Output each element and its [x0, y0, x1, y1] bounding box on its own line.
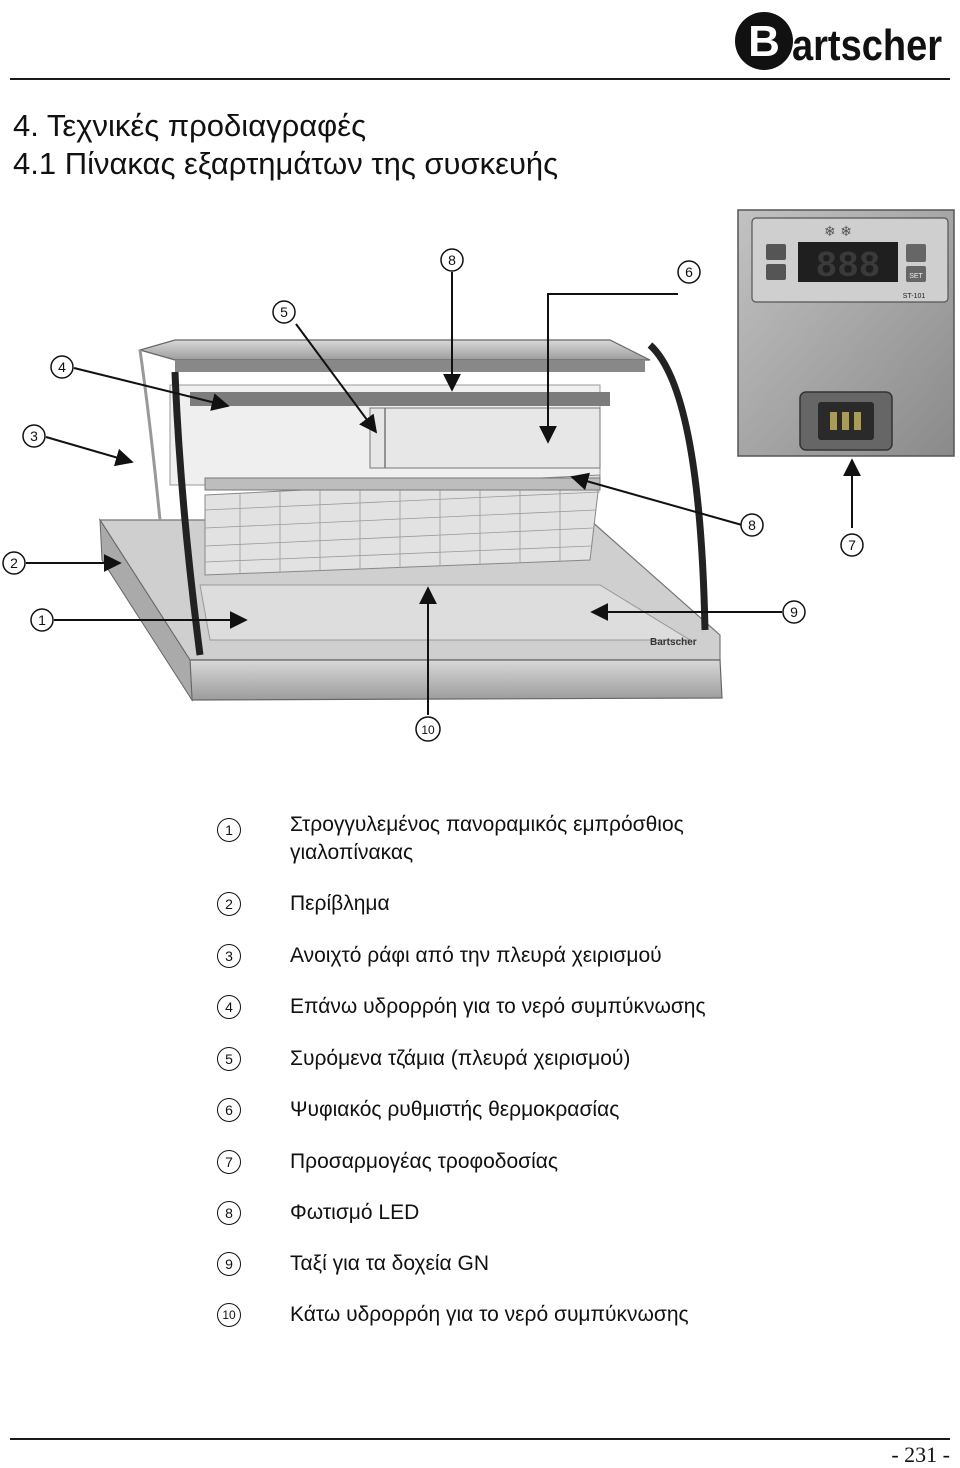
subsection-heading: 4.1 Πίνακας εξαρτημάτων της συσκευής: [13, 146, 559, 181]
control-panel-photo: 888 SET ST-101 ❄ ❄: [737, 209, 955, 457]
legend-text: Κάτω υδρορρόη για το νερό συμπύκνωσης: [290, 1303, 689, 1326]
cooler-floor: [199, 584, 692, 641]
cooler-side-panel: [99, 518, 193, 702]
legend-text: Επάνω υδρορρόη για το νερό συμπύκνωσης: [290, 995, 706, 1018]
upper-gutter: [190, 392, 610, 406]
svg-text:9: 9: [790, 604, 798, 620]
up-button-icon: [766, 244, 786, 260]
legend-number: 5: [217, 1047, 241, 1071]
legend-number: 1: [217, 818, 241, 842]
legend-item: 10 Κάτω υδρορρόη για το νερό συμπύκνωσης: [0, 1301, 960, 1353]
legend-text: Φωτισμό LED: [290, 1201, 420, 1224]
cooler-canopy: [137, 339, 651, 361]
sliding-glass: [369, 407, 601, 469]
controller-model: ST-101: [903, 293, 926, 300]
callout-1: 1: [30, 608, 54, 632]
callout-6: 6: [677, 260, 701, 284]
logo-initial: B: [748, 17, 780, 66]
display-digits: 888: [816, 246, 881, 287]
down-button-icon: [766, 264, 786, 280]
legend-text: Ψυφιακός ρυθμιστής θερμοκρασίας: [290, 1098, 620, 1121]
legend-item: 3 Ανοιχτό ράφι από την πλευρά χειρισμού: [0, 942, 960, 994]
callout-2: 2: [2, 551, 26, 575]
callout-8-right: 8: [740, 513, 764, 537]
legend-text: Στρογγυλεμένος πανοραμικός εμπρόσθιος γι…: [290, 813, 684, 864]
legend-item: 2 Περίβλημα: [0, 890, 960, 942]
callout-7: 7: [840, 533, 864, 557]
legend-text: Συρόμενα τζάμια (πλευρά χειρισμού): [290, 1047, 631, 1070]
legend-text: Ανοιχτό ράφι από την πλευρά χειρισμού: [290, 944, 662, 967]
section-heading: 4. Τεχνικές προδιαγραφές: [13, 108, 367, 143]
legend-item: 8 Φωτισμό LED: [0, 1199, 960, 1251]
header-rule: [10, 78, 950, 80]
svg-text:3: 3: [30, 428, 38, 444]
svg-text:2: 2: [10, 555, 18, 571]
legend-number: 3: [217, 944, 241, 968]
legend-number: 2: [217, 892, 241, 916]
cooler-canopy-edge: [175, 360, 645, 372]
svg-text:8: 8: [748, 517, 756, 533]
legend-item: 4 Επάνω υδρορρόη για το νερό συμπύκνωσης: [0, 993, 960, 1045]
device-diagram: Bartscher 888 SET ST-101 ❄ ❄: [2, 209, 955, 742]
curved-glass-frame-left: [171, 371, 204, 656]
snowflake-icon: ❄ ❄: [824, 224, 852, 240]
callout-4: 4: [50, 355, 74, 379]
callout-10: 10: [415, 716, 441, 742]
legend-text: Περίβλημα: [290, 892, 390, 915]
set-button-label: SET: [909, 273, 923, 280]
page-number: - 231 -: [891, 1442, 950, 1467]
svg-text:1: 1: [38, 612, 46, 628]
svg-text:10: 10: [421, 723, 435, 737]
callout-9: 9: [782, 600, 806, 624]
legend-item: 9 Ταξί για τα δοχεία GN: [0, 1250, 960, 1302]
callout-3: 3: [22, 424, 46, 448]
legend-number: 8: [217, 1201, 241, 1225]
led-strip: [204, 477, 601, 491]
cooler-front-rail: [189, 659, 723, 701]
legend-item: 1 Στρογγυλεμένος πανοραμικός εμπρόσθιος …: [0, 813, 960, 868]
svg-text:5: 5: [280, 304, 288, 320]
callout-8-top: 8: [440, 248, 464, 272]
bartscher-logo: B artscher: [735, 12, 942, 70]
curved-glass-frame-right: [647, 342, 709, 631]
thermostat-display: [798, 242, 898, 282]
logo-wordmark: artscher: [792, 21, 942, 70]
legend-number: 6: [217, 1098, 241, 1122]
device-brand-label: Bartscher: [650, 637, 697, 648]
legend-item: 6 Ψυφιακός ρυθμιστής θερμοκρασίας: [0, 1096, 960, 1148]
legend-text: Ταξί για τα δοχεία GN: [290, 1252, 490, 1275]
svg-text:8: 8: [448, 252, 456, 268]
legend-number: 9: [217, 1252, 241, 1276]
legend-item: 5 Συρόμενα τζάμια (πλευρά χειρισμού): [0, 1045, 960, 1097]
legend-number: 4: [217, 995, 241, 1019]
svg-text:7: 7: [848, 537, 856, 553]
footer-rule: [10, 1438, 950, 1440]
legend-item: 7 Προσαρμογέας τροφοδοσίας: [0, 1148, 960, 1200]
legend-text: Προσαρμογέας τροφοδοσίας: [290, 1150, 559, 1173]
power-button-icon: [906, 244, 926, 262]
display-cooler: Bartscher: [98, 339, 723, 702]
callout-5: 5: [272, 300, 296, 324]
legend-number: 10: [217, 1303, 241, 1327]
legend-number: 7: [217, 1150, 241, 1174]
svg-text:4: 4: [58, 359, 66, 375]
svg-text:6: 6: [685, 264, 693, 280]
